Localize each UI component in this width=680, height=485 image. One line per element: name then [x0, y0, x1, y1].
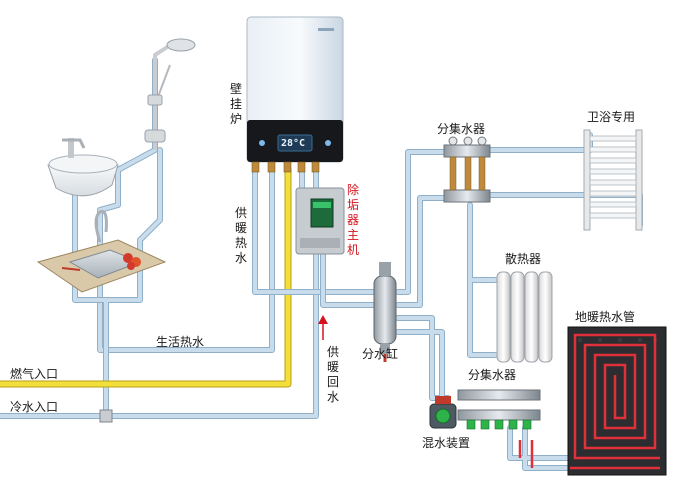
label-gas-inlet: 燃气入口: [10, 367, 59, 381]
kitchen-sink: [36, 209, 167, 293]
return-flow-arrow: [318, 315, 328, 340]
cold-water-valve: [99, 409, 113, 423]
wall-hung-boiler: [246, 16, 344, 173]
label-manifold-bottom: 分集水器: [468, 368, 517, 382]
manifold-top: [443, 136, 491, 203]
label-manifold-bucket: 分水缸: [362, 347, 399, 361]
radiator: [496, 271, 553, 363]
manifold-bucket: [373, 262, 397, 362]
label-descaler: 除垢器主机: [346, 183, 359, 257]
shower-set: [144, 38, 196, 150]
gas-pipe: [0, 166, 292, 388]
heating-return-pipe: [299, 167, 381, 308]
floor-heating-panel: [518, 326, 667, 476]
manifold-bottom: [457, 389, 541, 430]
wash-basin: [47, 138, 119, 197]
heating-supply-pipe: [252, 167, 381, 295]
mixing-pump: [429, 396, 457, 429]
domestic-hot-water-pipe: [97, 57, 275, 353]
label-boiler: 壁挂炉: [229, 82, 242, 126]
boiler-display-temperature: 28°C: [281, 138, 306, 149]
label-heating-supply: 供暖热水: [234, 206, 247, 265]
label-radiator: 散热器: [505, 252, 542, 266]
towel-radiator: [583, 129, 643, 231]
label-heating-return: 供暖回水: [326, 345, 339, 404]
label-mixing-device: 混水装置: [422, 436, 471, 450]
label-towel-rail: 卫浴专用: [587, 110, 636, 124]
label-manifold-top: 分集水器: [437, 122, 486, 136]
label-cold-water-inlet: 冷水入口: [10, 400, 59, 414]
label-domestic-hot-water: 生活热水: [156, 335, 205, 349]
label-floor-heating: 地暖热水管: [575, 310, 636, 324]
descaler-unit: [295, 187, 345, 255]
